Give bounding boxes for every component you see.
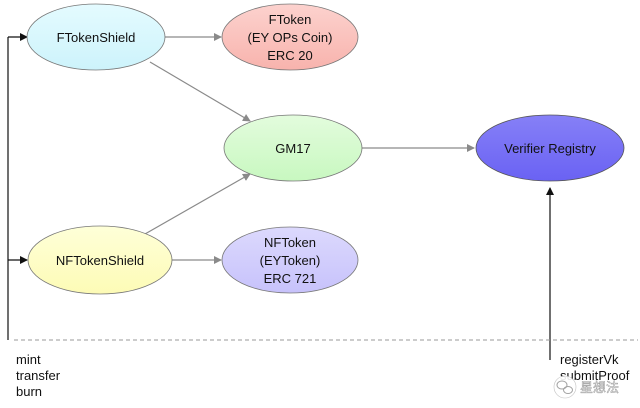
node-nftoken-line-1: NFToken xyxy=(264,235,316,250)
node-ftoken-line-1: FToken xyxy=(269,12,312,27)
action-submit-proof: submitProof xyxy=(560,368,630,383)
node-verifier-registry: Verifier Registry xyxy=(475,114,625,182)
node-nftoken-line-3: ERC 721 xyxy=(264,271,317,286)
action-transfer: transfer xyxy=(16,368,61,383)
node-ftoken-line-3: ERC 20 xyxy=(267,48,313,63)
node-nftokenshield-label: NFTokenShield xyxy=(56,253,144,268)
edge-nftokenshield-gm17 xyxy=(144,173,251,235)
watermark: 星想法 xyxy=(553,375,619,399)
node-gm17: GM17 xyxy=(223,114,363,182)
action-mint: mint xyxy=(16,352,41,367)
node-ftokenshield: FTokenShield xyxy=(26,3,166,71)
action-burn: burn xyxy=(16,384,42,399)
node-ftoken: FToken (EY OPs Coin) ERC 20 xyxy=(221,3,359,71)
node-nftoken-line-2: (EYToken) xyxy=(260,253,321,268)
node-ftoken-line-2: (EY OPs Coin) xyxy=(247,30,332,45)
action-register-vk: registerVk xyxy=(560,352,619,367)
node-nftokenshield: NFTokenShield xyxy=(27,225,173,295)
node-ftokenshield-label: FTokenShield xyxy=(57,30,136,45)
left-actions: mint transfer burn xyxy=(16,352,61,399)
right-actions: registerVk submitProof xyxy=(560,352,630,383)
node-nftoken: NFToken (EYToken) ERC 721 xyxy=(221,226,359,294)
watermark-text: 星想法 xyxy=(580,380,619,396)
node-verifier-registry-label: Verifier Registry xyxy=(504,141,596,156)
edge-ftokenshield-gm17 xyxy=(149,61,251,122)
node-gm17-label: GM17 xyxy=(275,141,310,156)
wechat-icon xyxy=(553,375,577,399)
